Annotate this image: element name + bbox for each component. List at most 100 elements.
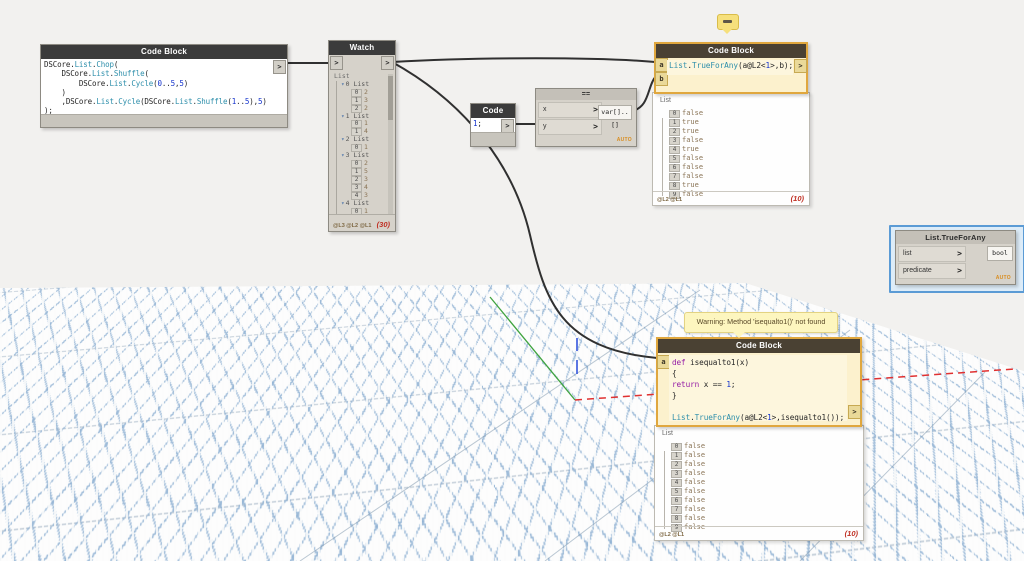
list-trueforany-node[interactable]: List.TrueForAny list > predicate > bool … [895,230,1016,285]
equals-node[interactable]: == x > y > var[]..[] AUTO [535,88,637,147]
node-title[interactable]: Code Block [41,45,287,59]
tree-group[interactable]: ▾1 List [334,112,369,121]
note-bubble-icon[interactable] [717,14,739,34]
code-line[interactable]: List.TrueForAny(a@L2<1>,isequalto1()); [672,413,845,422]
index-chip: 3 [669,137,680,145]
index-chip: 2 [351,175,362,184]
input-label: predicate [903,267,932,274]
output-port-bool[interactable]: bool [987,246,1013,261]
code-block-node-chop[interactable]: Code Block DSCore.List.Chop( DSCore.List… [40,44,288,128]
index-chip: 0 [351,88,362,97]
scrollbar[interactable] [388,74,393,214]
item-value: 2 [364,158,368,167]
expander-triangle-icon[interactable]: ▾ [341,152,345,160]
code-editor[interactable]: def isequalto1(x) { return x == 1;} List.T… [669,355,847,422]
item-value: false [684,469,706,477]
item-value: 3 [364,95,368,104]
code-line[interactable]: { [672,369,677,378]
expander-triangle-icon[interactable]: ▾ [341,80,345,88]
expander-triangle-icon[interactable]: ▾ [341,112,345,120]
output-port[interactable]: > [273,60,286,74]
expander-triangle-icon[interactable]: ▾ [341,199,345,207]
wire-watch-to-trueforany-a[interactable] [391,57,656,63]
node-title[interactable]: Watch [329,41,395,55]
input-row-y[interactable]: y > [538,119,602,135]
input-port-b[interactable]: b [655,72,668,86]
input-port[interactable]: > [957,266,962,275]
list-root-label: List [660,97,671,104]
index-chip: 8 [671,515,682,523]
tree-group[interactable]: ▾0 List [334,80,369,89]
code-line[interactable]: ,DSCore.List.Cycle(DSCore.List.Shuffle(1… [44,97,267,107]
index-chip: 6 [669,164,680,172]
tree-group[interactable]: ▾3 List [334,151,369,160]
sublist-label: 2 List [345,135,370,144]
code-line[interactable]: def isequalto1(x) [672,358,749,367]
code-editor[interactable]: DSCore.List.Chop( DSCore.List.Shuffle( D… [41,59,287,115]
tree-group[interactable]: ▾2 List [334,135,370,144]
code-line[interactable]: List.TrueForAny(a@L2<1>,b); [669,61,794,70]
code-line[interactable]: DSCore.List.Cycle(0..5,5) [44,78,189,88]
lacing-auto-label[interactable]: AUTO [995,275,1011,281]
code-editor[interactable]: List.TrueForAny(a@L2<1>,b); [667,60,793,75]
input-label: y [543,123,547,130]
code-block-node-one[interactable]: Code Block 1; > [470,103,516,147]
input-row-predicate[interactable]: predicate > [898,263,966,279]
item-count: (30) [376,220,390,229]
node-title[interactable]: Code Block [471,104,515,129]
item-value: 2 [364,87,368,96]
output-port[interactable]: > [794,59,807,73]
code-block-node-trueforany[interactable]: Code Block a b List.TrueForAny(a@L2<1>,b… [654,42,808,94]
code-line[interactable]: DSCore.List.Chop( [44,60,119,69]
index-chip: 1 [671,452,682,460]
scrollbar-thumb[interactable] [388,76,393,120]
index-chip: 5 [671,488,682,496]
input-port[interactable]: > [957,249,962,258]
node-title[interactable]: == [536,89,636,100]
input-row-x[interactable]: x > [538,102,602,118]
output-port[interactable]: > [381,56,394,70]
item-value: true [682,118,699,126]
input-label: x [543,106,547,113]
input-port[interactable]: > [593,122,598,131]
node-title[interactable]: Code Block [656,44,806,58]
tree-group[interactable]: ▾4 List [334,199,369,208]
lacing-levels[interactable]: @L2 @L1 [659,532,685,538]
expander-triangle-icon[interactable]: ▾ [341,136,345,144]
output-port[interactable]: > [501,119,514,133]
index-chip: 0 [351,159,362,168]
index-chip: 8 [669,182,680,190]
code-line[interactable]: DSCore.List.Shuffle( [44,69,149,79]
lacing-auto-label[interactable]: AUTO [616,137,632,143]
item-value: false [682,163,704,171]
index-chip: 2 [351,104,362,113]
code-line[interactable]: ) [44,87,66,97]
lacing-levels[interactable]: @L3 @L2 @L1 [333,223,372,229]
lacing-levels[interactable]: @L2 @L1 [657,197,683,203]
code-block-node-isequal[interactable]: Code Block a def isequalto1(x){return x … [656,337,862,427]
output-port[interactable]: > [848,405,861,419]
input-row-list[interactable]: list > [898,246,966,262]
code-line[interactable]: return x == 1; [672,380,736,389]
input-port[interactable]: > [330,56,343,70]
node-title[interactable]: Code Block [658,339,860,353]
code-line[interactable]: ); [44,106,53,116]
input-label: list [903,250,912,257]
code-line[interactable]: } [672,391,677,400]
code-line[interactable] [672,401,844,412]
node-title[interactable]: List.TrueForAny [896,231,1015,244]
output-port-var[interactable]: var[]..[] [598,105,632,129]
index-chip: 2 [671,461,682,469]
index-chip: 1 [351,167,362,176]
